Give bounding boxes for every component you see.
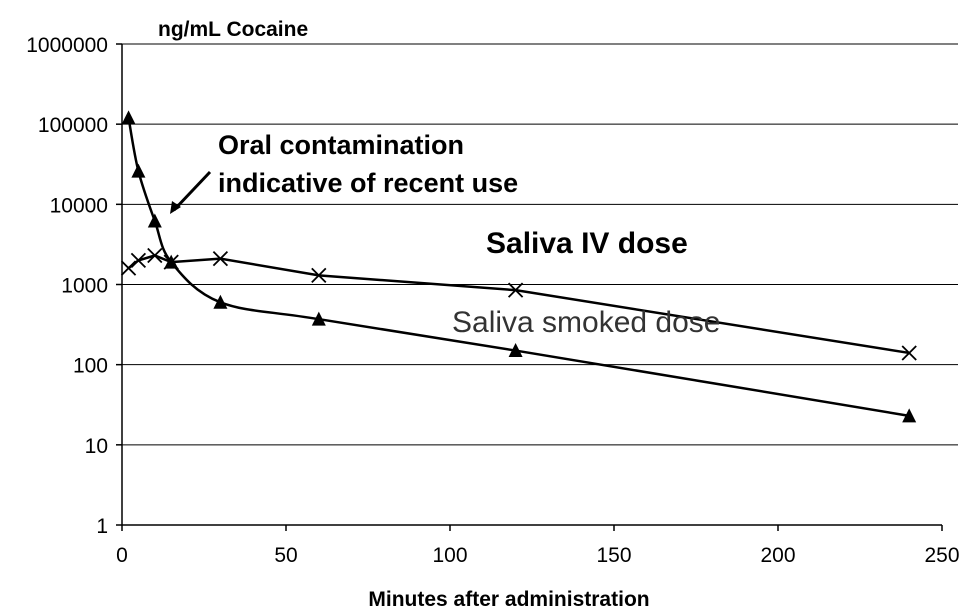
axes: [116, 43, 943, 531]
data-point-triangle: [508, 343, 523, 358]
data-point-x: [901, 345, 917, 361]
y-tick-label: 100: [73, 355, 108, 378]
y-axis-title: ng/mL Cocaine: [158, 18, 308, 41]
y-tick-label: 100000: [38, 114, 108, 137]
y-tick-label: 10: [85, 435, 108, 458]
y-tick-label: 10000: [50, 194, 108, 217]
data-point-x: [311, 267, 327, 284]
y-tick-labels: 1 10 100 1000 10000 100000 1000000: [26, 34, 108, 538]
series-line-1: [127, 254, 910, 355]
data-point-x: [120, 260, 137, 276]
annotation-arrow-line: [172, 170, 212, 212]
data-point-x: [130, 252, 147, 269]
data-point-x-stroke: [311, 267, 327, 284]
label-iv-dose: Saliva IV dose: [486, 227, 688, 260]
data-point-x: [507, 282, 524, 298]
x-axis-title: Minutes after administration: [368, 588, 649, 611]
data-point-x-stroke: [130, 252, 147, 269]
data-point-x: [212, 251, 229, 267]
data-point-x: [163, 254, 179, 270]
x-tick-label: 50: [274, 544, 297, 567]
annotation-line1: Oral contamination: [218, 130, 464, 160]
x-tick-label: 100: [432, 544, 467, 567]
x-tick-label: 250: [924, 544, 959, 567]
x-tick-labels: 0 50 100 150 200 250: [116, 544, 959, 567]
series-line-0: [127, 117, 910, 418]
gridlines: [122, 43, 958, 446]
series-layer: [120, 110, 917, 423]
data-point-x-stroke: [212, 251, 229, 267]
y-tick-label: 1: [96, 515, 108, 538]
data-point-triangle: [311, 311, 326, 326]
data-point-x-stroke: [147, 247, 163, 264]
data-point-triangle: [147, 213, 162, 228]
data-point-x-stroke: [901, 345, 917, 361]
data-point-x-stroke: [507, 282, 524, 298]
annotation-arrowhead: [170, 201, 181, 214]
data-point-triangle: [131, 163, 146, 178]
data-point-x-stroke: [163, 254, 179, 270]
data-point-x-stroke: [120, 260, 137, 276]
data-point-triangle: [902, 408, 917, 423]
label-smoked-dose: Saliva smoked dose: [452, 306, 720, 339]
data-point-triangle: [213, 294, 228, 309]
x-tick-label: 150: [596, 544, 631, 567]
x-tick-label: 0: [116, 544, 128, 567]
y-tick-label: 1000000: [26, 34, 108, 57]
x-tick-label: 200: [760, 544, 795, 567]
y-tick-label: 1000: [61, 275, 108, 298]
annotation-line2: indicative of recent use: [218, 168, 518, 198]
data-point-triangle: [121, 110, 136, 125]
data-point-x: [147, 247, 163, 264]
